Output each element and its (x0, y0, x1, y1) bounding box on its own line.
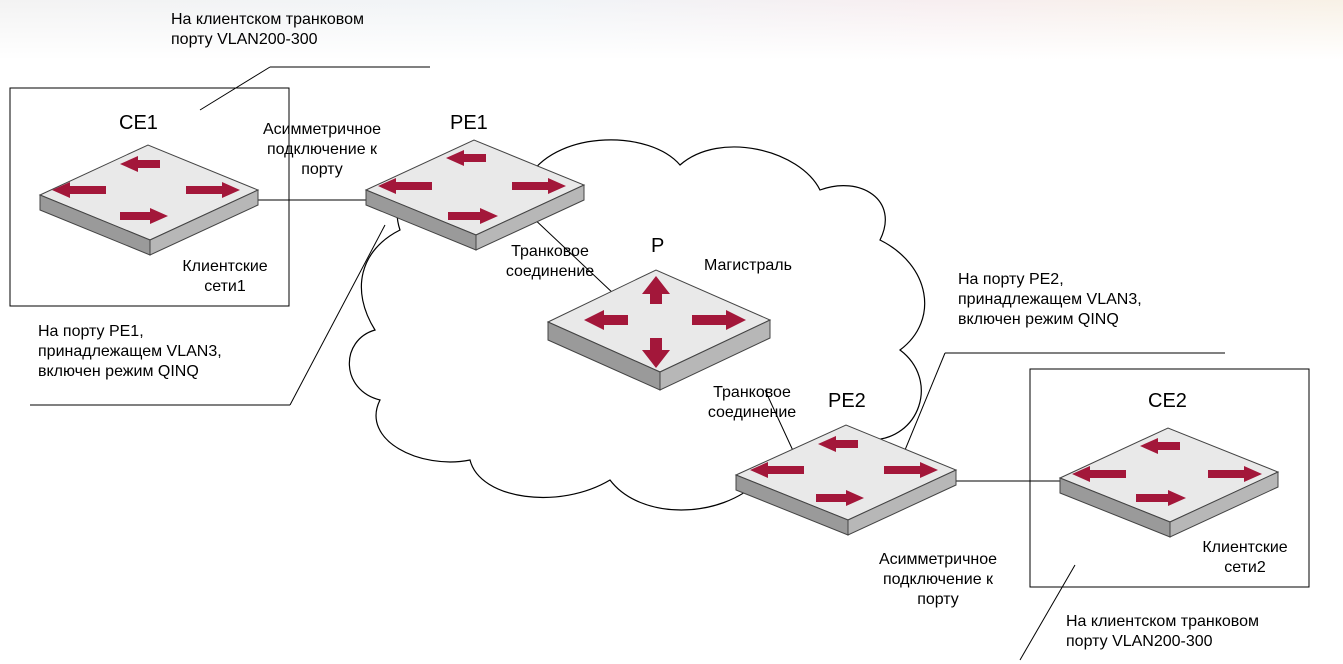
callout-pe2-line (904, 352, 946, 451)
callout-bottom-line (1019, 564, 1076, 661)
asym-link-1-label: Асимметричное подключение к порту (262, 121, 382, 178)
switch-ce1-icon (38, 144, 260, 256)
node-p-label: P (651, 235, 665, 257)
customer-site-1-box (9, 87, 290, 307)
trunk-2-label: Транковое соединение (707, 384, 797, 421)
callout-top-line (199, 66, 271, 111)
trunk-1-label: Транковое соединение (505, 243, 595, 280)
top-note: На клиентском транковом порту VLAN200-30… (171, 11, 365, 48)
node-ce1-label: CE1 (119, 112, 158, 134)
switch-ce2-icon (1058, 427, 1280, 538)
link-p-pe2 (764, 389, 796, 456)
switch-pe1-icon (364, 139, 586, 251)
pe2-note: На порту PE2, принадлежащем VLAN3, включ… (958, 271, 1142, 328)
customer-site-2-box (1029, 368, 1310, 588)
node-pe1-label: PE1 (450, 112, 488, 134)
backbone-label: Магистраль (704, 257, 792, 274)
bottom-note: На клиентском транковом порту VLAN200-30… (1066, 613, 1260, 650)
link-pe1-p (529, 214, 616, 296)
switch-pe2-icon (734, 424, 958, 536)
pe1-note: На порту PE1, принадлежащем VLAN3, включ… (38, 323, 222, 380)
node-pe2-label: PE2 (828, 390, 866, 412)
client-net-2-label: Клиентские сети2 (1202, 539, 1288, 576)
callout-pe1-line (289, 224, 386, 406)
switch-p-icon (546, 269, 772, 391)
client-net-1-label: Клиентские сети1 (182, 258, 268, 295)
node-ce2-label: CE2 (1148, 390, 1187, 412)
asym-link-2-label: Асимметричное подключение к порту (878, 551, 998, 608)
